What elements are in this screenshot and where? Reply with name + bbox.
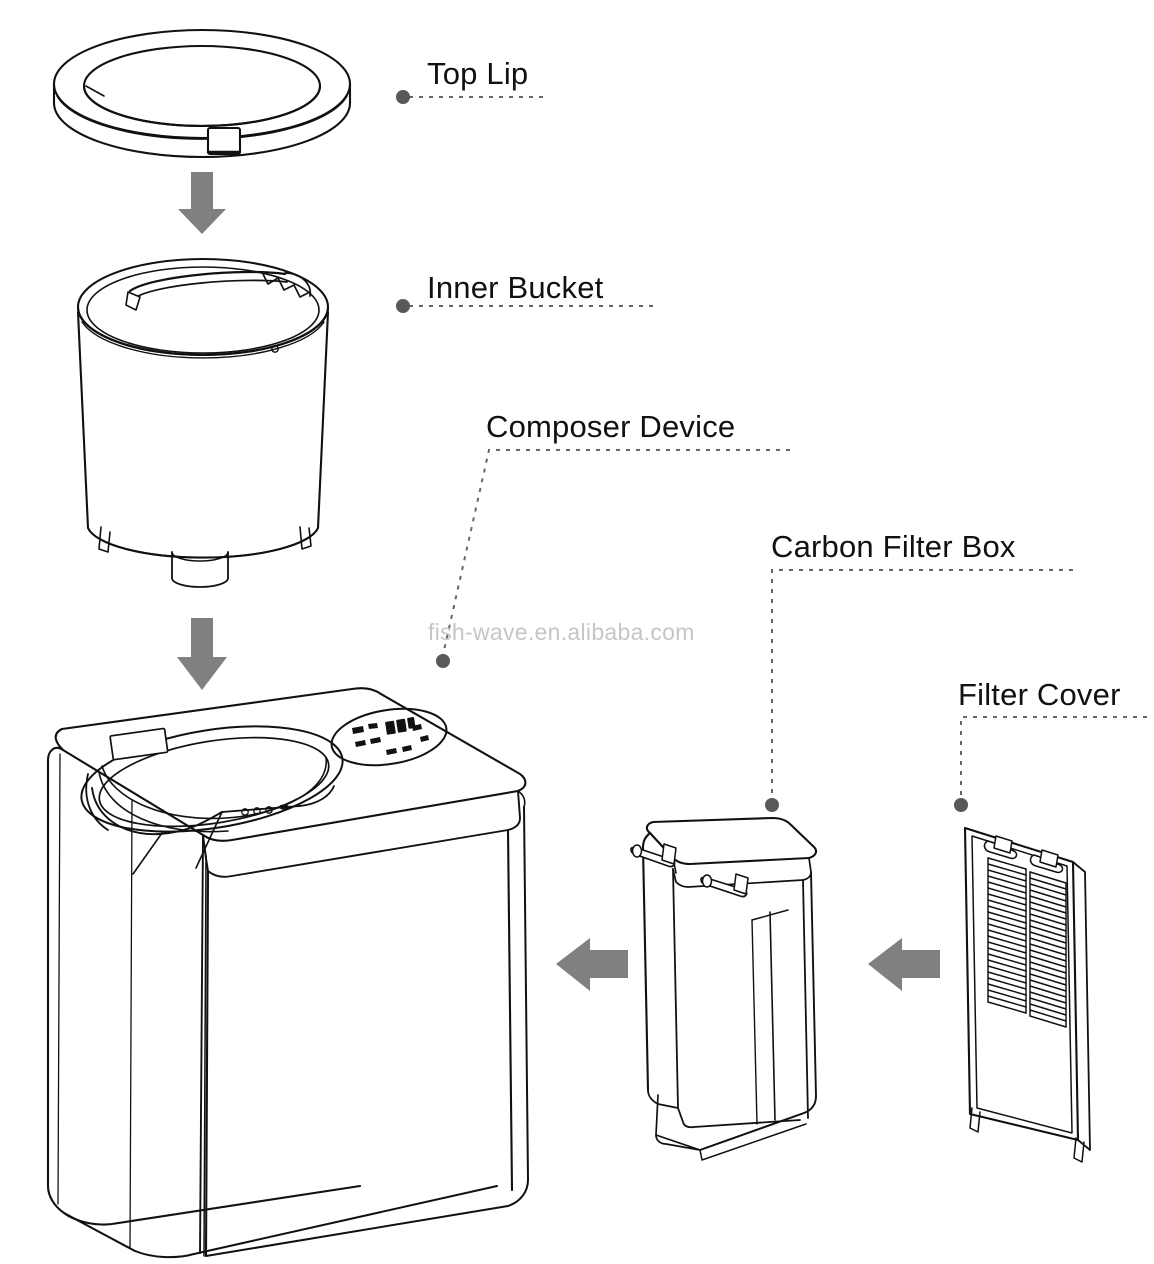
- dot-composer-device: [436, 654, 450, 668]
- dot-filter-cover: [954, 798, 968, 812]
- part-inner-bucket: [76, 257, 330, 588]
- label-filter-cover: Filter Cover: [958, 677, 1121, 712]
- arrow-bucket-to-body: [177, 618, 227, 690]
- watermark-text: fish-wave.en.alibaba.com: [428, 619, 695, 645]
- part-carbon-filter-box: [630, 816, 818, 1161]
- arrow-filterbox-to-body: [556, 938, 628, 991]
- dot-top-lip: [396, 90, 410, 104]
- leader-filter-cover: [960, 716, 1147, 799]
- leader-lines: [409, 96, 1147, 799]
- label-composer-device: Composer Device: [486, 409, 736, 444]
- leader-carbon-filter-box: [771, 569, 1073, 799]
- dot-carbon-filter-box: [765, 798, 779, 812]
- leader-dots: [396, 90, 968, 812]
- assembly-arrows: [177, 172, 940, 991]
- leader-composer-device: [442, 449, 790, 656]
- part-composer-device: [46, 687, 529, 1259]
- part-top-lip: [52, 28, 352, 159]
- part-filter-cover: [963, 826, 1091, 1163]
- dot-inner-bucket: [396, 299, 410, 313]
- arrow-lip-to-bucket: [178, 172, 226, 234]
- label-carbon-filter-box: Carbon Filter Box: [771, 529, 1016, 564]
- arrow-cover-to-filterbox: [868, 938, 940, 991]
- label-top-lip: Top Lip: [427, 56, 529, 91]
- control-panel: [330, 707, 448, 767]
- label-inner-bucket: Inner Bucket: [427, 270, 604, 305]
